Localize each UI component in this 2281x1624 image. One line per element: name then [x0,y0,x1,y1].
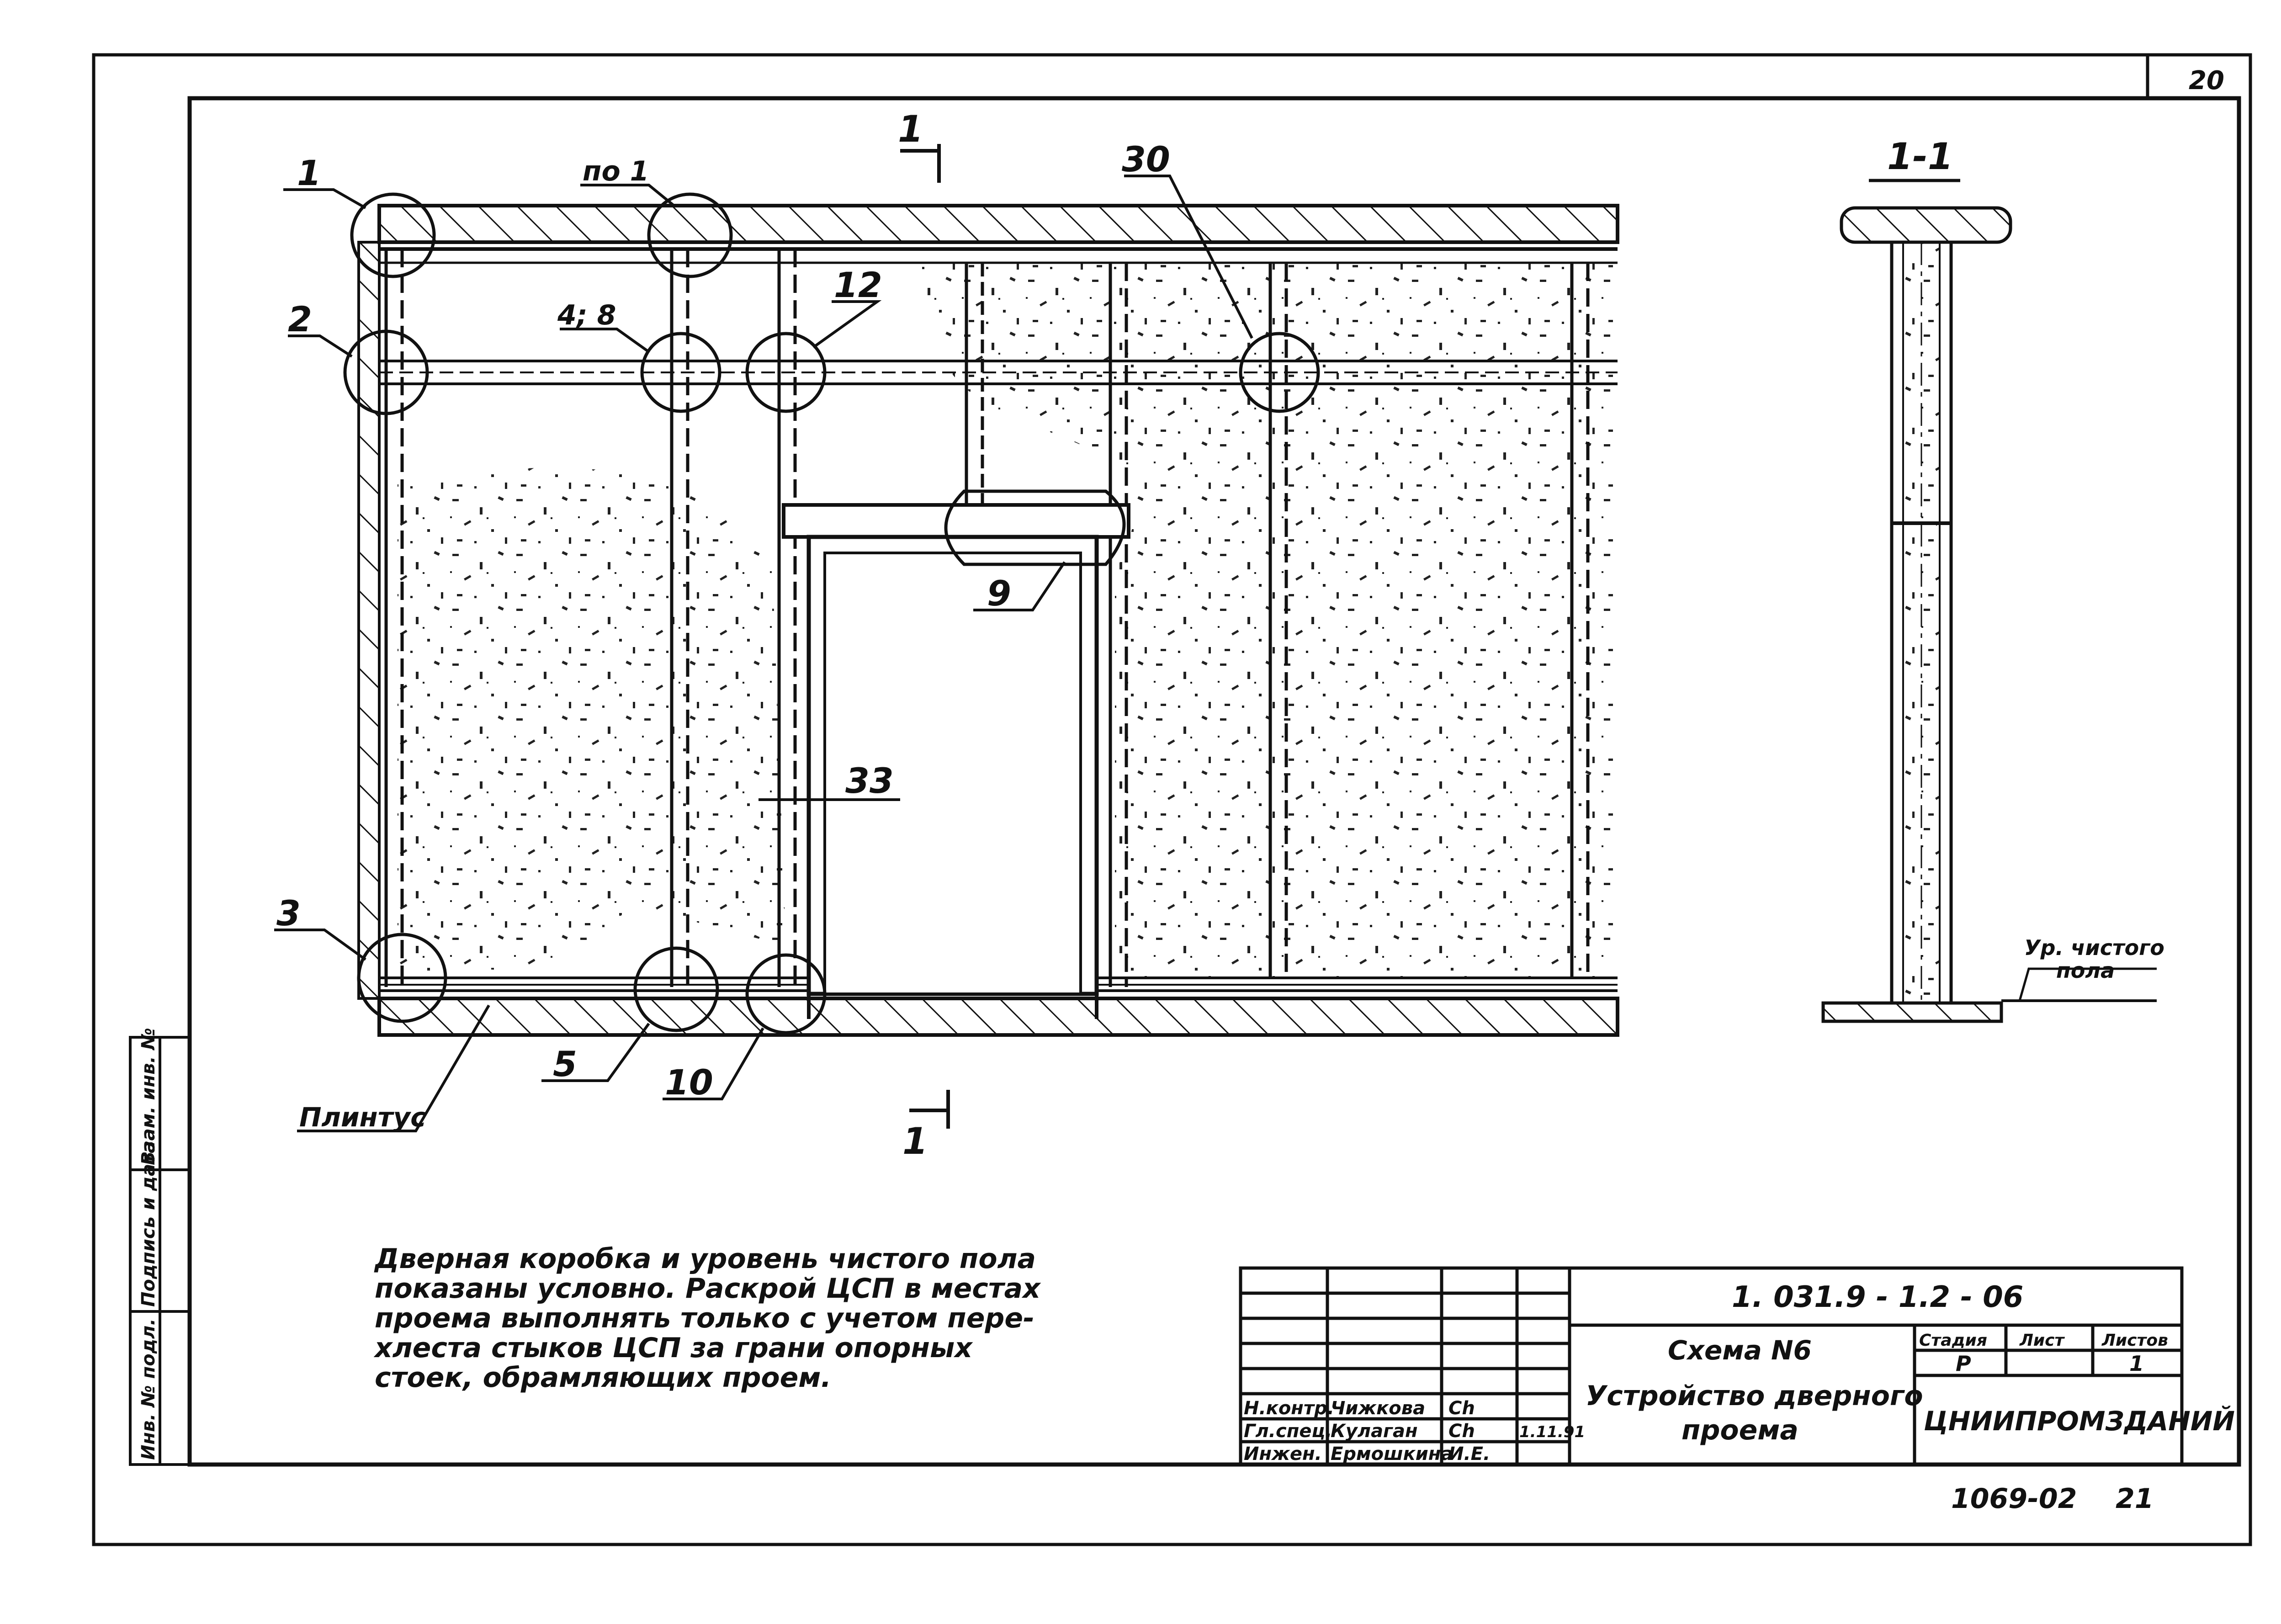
section-bottom-slab [1821,1001,2003,1023]
detail-circle-po1 [647,192,733,278]
door-opening [782,503,1130,1019]
person-2-sign: Сh [1448,1421,1475,1442]
section-mark-bottom [909,1090,950,1129]
detail-circles [343,192,1320,1035]
side-stamp-cell-3: Взам. инв. № [138,1028,159,1165]
person-1-name: Чижкова [1331,1398,1425,1419]
section-top-slab [1840,206,2012,244]
sheathing-left [398,468,786,973]
people-rows: Н.контр. Чижкова Сh Гл.спец. Кулаган Сh … [1244,1398,1585,1465]
title-block-grid [1239,1266,2184,1466]
sheet-number: 20 [2189,66,2224,96]
stud-3 [777,249,797,987]
callout-po1: по 1 [583,155,649,187]
note-line-3: проема выполнять только с учетом пере- [375,1302,1034,1334]
note-line-5: стоек, обрамляющих проем. [375,1362,831,1394]
organization: ЦНИИПРОМЗДАНИЙ [1924,1405,2235,1437]
detail-circle-30 [1239,332,1320,413]
section-mark-top [900,144,941,183]
top-slab [377,204,1619,244]
stud-7 [1570,263,1590,978]
section-1-1-title: 1-1 [1887,135,1953,178]
side-stamp [129,1036,191,1466]
detail-circle-3 [357,933,447,1023]
floor-level-label-2: пола [2056,958,2115,983]
note-line-4: хлеста стыков ЦСП за грани опорных [373,1332,973,1364]
person-1-sign: Сh [1448,1398,1475,1419]
person-1-role: Н.контр. [1244,1398,1334,1419]
left-wall-edge [357,241,381,1000]
callout-plinth: Плинтус [299,1102,426,1133]
callout-3: 3 [276,893,301,934]
callout-10: 10 [665,1062,713,1103]
person-2-date: 1.11.91 [1519,1423,1585,1441]
person-3-role: Инжен. [1244,1444,1322,1465]
leader-lines [274,175,1253,1132]
note: Дверная коробка и уровень чистого пола п… [373,1243,1041,1394]
note-line-1: Дверная коробка и уровень чистого пола [374,1243,1036,1275]
side-stamp-cell-2: Подпись и дата [138,1141,159,1307]
bottom-code: 1069-02 [1951,1483,2077,1515]
detail-circle-5 [633,946,719,1032]
callout-2: 2 [288,299,312,340]
studs [384,249,1590,987]
sheathing-right [914,263,1613,978]
stud-5 [1109,263,1128,987]
stud-6 [1268,263,1288,978]
top-slab-hatch [377,204,1619,244]
section-mark-bottom-label: 1 [902,1120,928,1162]
detail-circle-1 [350,192,436,278]
note-line-2: показаны условно. Раскрой ЦСП в местах [375,1273,1041,1305]
person-3-name: Ермошкина [1331,1444,1453,1465]
bottom-slab [377,989,1619,1037]
side-stamp-cell-1: Инв. № подл. [138,1318,159,1460]
bottom-page: 21 [2116,1483,2154,1515]
callout-12: 12 [834,265,882,305]
person-3-sign: И.Е. [1448,1444,1490,1465]
callout-labels: 1 по 1 2 4; 8 12 30 9 33 3 5 10 Плинтус [276,139,1170,1133]
person-2-name: Кулаган [1331,1421,1418,1442]
sheet-label: Лист [2019,1331,2065,1350]
drawing-title-1: Устройство дверного [1586,1380,1923,1412]
door-header [782,503,1130,539]
detail-circle-2 [343,329,429,415]
floor-level-label-1: Ур. чистого [2024,935,2164,960]
person-2-role: Гл.спец. [1244,1421,1332,1442]
drawing-title-2: проема [1682,1414,1798,1446]
sheets-label: Листов [2101,1331,2168,1350]
stud-1 [384,249,404,987]
scheme-title: Схема N6 [1668,1335,1812,1366]
stage-label: Стадия [1919,1331,1987,1350]
callout-9: 9 [987,573,1011,614]
stud-2 [670,249,690,987]
doc-code: 1. 031.9 - 1.2 - 06 [1732,1280,2023,1314]
section-mark-top-label: 1 [898,108,923,150]
detail-circle-4-8 [640,332,721,413]
bottom-slab-hatch [377,997,1619,1037]
callout-5: 5 [553,1044,577,1084]
sheets-total: 1 [2129,1351,2144,1376]
callout-1: 1 [297,153,321,193]
detail-circle-12 [745,332,827,413]
stud-4 [965,263,984,516]
callout-30: 30 [1122,139,1170,180]
section-1-1: 1-1 Ур. чистого пола [1821,135,2164,1023]
detail-circle-9 [944,489,1126,566]
outer-frame [92,53,2252,1546]
door-frame-inner [823,552,1082,995]
inner-frame [187,96,2241,1467]
callout-4-8: 4; 8 [557,299,616,331]
callout-33: 33 [845,760,894,801]
floor-level-leader [2018,967,2157,1001]
detail-circle-10 [745,953,827,1035]
stage-value: Р [1956,1351,1971,1376]
